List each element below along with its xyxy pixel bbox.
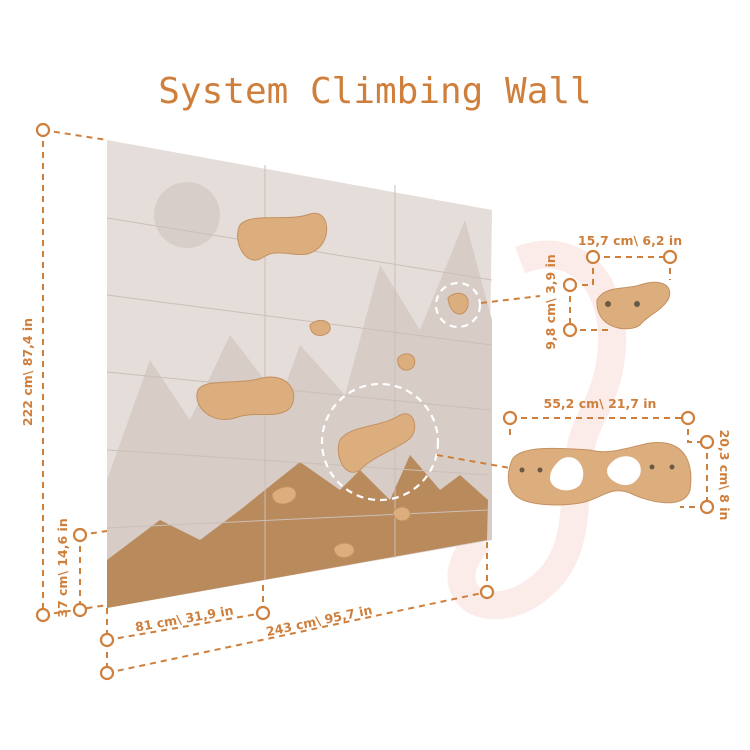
wall-holds [196, 212, 541, 558]
hold-small-6 [333, 542, 355, 558]
hold-double-top [237, 212, 328, 261]
climbing-wall [106, 140, 493, 608]
wall-height-label: 222 cm\ 87,4 in [20, 318, 35, 426]
hold-small-5 [392, 506, 411, 522]
detail-large-hold [507, 442, 692, 506]
panel-width-label: 81 cm\ 31,9 in [134, 603, 235, 635]
large-hold-height-label: 20,3 cm\ 8 in [717, 430, 732, 521]
hold-small-1 [447, 292, 469, 315]
sun-decoration [154, 182, 220, 248]
hold-double-left [196, 376, 295, 420]
large-hold-width-label: 55,2 cm\ 21,7 in [544, 396, 657, 411]
hold-small-4 [271, 486, 297, 505]
highlight-circle-large [320, 382, 440, 502]
small-hold-width-label: 15,7 cm\ 6,2 in [578, 233, 682, 248]
page-title: System Climbing Wall [158, 71, 591, 112]
dimension-lines [35, 122, 715, 681]
hold-small-3 [397, 353, 416, 371]
hold-small-2 [309, 319, 331, 336]
detail-small-hold [596, 281, 671, 330]
highlight-circle-small [434, 281, 482, 329]
hold-double-center [337, 413, 416, 473]
base-height-label: 37 cm\ 14,6 in [55, 518, 70, 617]
small-hold-height-label: 9,8 cm\ 3,9 in [543, 254, 558, 350]
